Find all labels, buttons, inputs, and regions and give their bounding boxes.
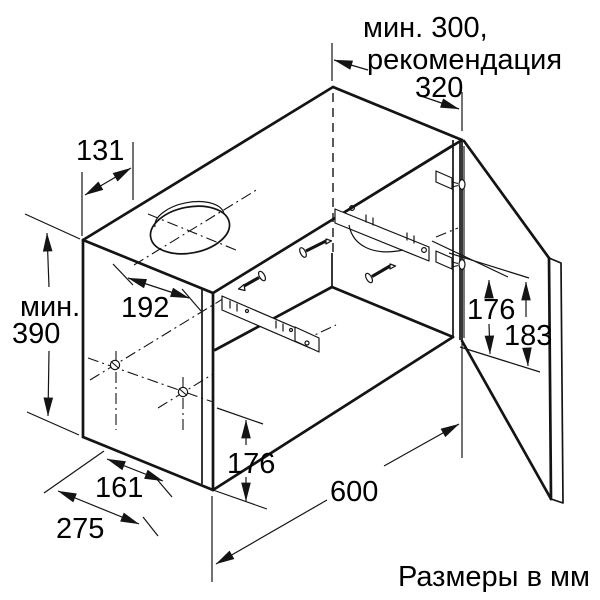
top-note-line3: 320 <box>415 72 463 104</box>
top-note-line1: мин. 300, <box>363 12 488 44</box>
right-wall-centerline <box>435 227 459 238</box>
screw-icon <box>299 238 333 258</box>
dim-275-label: 275 <box>56 513 104 545</box>
right-wall-bottom-edge <box>330 285 455 339</box>
duct-hole-rim <box>149 205 231 255</box>
dim-min-390-word: мин. <box>20 291 80 323</box>
bracket-hole <box>304 340 310 346</box>
bracket-foot <box>294 326 320 353</box>
door-bottom-edge <box>460 339 553 501</box>
screw-slot <box>178 388 188 396</box>
dim-600-label: 600 <box>330 476 378 508</box>
door-panel <box>460 139 564 504</box>
bracket-slots <box>349 205 428 254</box>
dim-183-label: 183 <box>504 320 552 352</box>
dimension-labels: 131 мин. 300, рекомендация 320 мин. 390 … <box>12 12 590 593</box>
top-back-right-edge <box>331 85 464 142</box>
ceiling-right-wall-joint <box>336 144 453 217</box>
hole-centerline-depth <box>147 213 237 251</box>
door-top-edge <box>462 139 551 260</box>
mounting-bracket-right <box>334 205 430 262</box>
hinges <box>435 170 466 270</box>
bottom-edge-extension <box>212 489 268 510</box>
bracket-rail <box>334 208 430 262</box>
hinge-icon <box>435 250 466 270</box>
door-thickness-edge <box>548 257 564 504</box>
bracket-notch <box>348 224 404 253</box>
screw-icon <box>364 263 397 284</box>
dim-min-390-value: 390 <box>12 318 60 350</box>
duct-hole <box>149 200 231 255</box>
top-back-left-edge <box>81 85 335 242</box>
hinge-icon <box>435 170 466 190</box>
top-note-line2: рекомендация <box>367 44 562 76</box>
units-note: Размеры в мм <box>398 561 590 593</box>
hole-centerline-width <box>133 188 259 266</box>
top-front-left-edge <box>81 238 215 295</box>
door-front-edge <box>547 256 553 501</box>
dim-131-label: 131 <box>76 135 124 167</box>
screw-b-centerline-width <box>157 373 214 409</box>
duct-hole-inner-lip <box>154 200 225 228</box>
dim-176-front-label: 176 <box>227 448 275 480</box>
left-panel-screws <box>109 359 189 398</box>
screw-centerline-depth <box>87 357 214 403</box>
dim-176-right-label: 176 <box>467 294 515 326</box>
front-bottom-edge <box>211 335 455 492</box>
interior-screws <box>237 238 397 292</box>
mounting-bracket-left <box>221 295 320 353</box>
dim-192-label: 192 <box>121 292 169 324</box>
screw-icon <box>237 270 267 292</box>
dimension-lines <box>24 43 541 582</box>
screw-slot <box>110 361 120 369</box>
bracket-slots <box>229 300 294 333</box>
dim-161-label: 161 <box>95 472 143 504</box>
